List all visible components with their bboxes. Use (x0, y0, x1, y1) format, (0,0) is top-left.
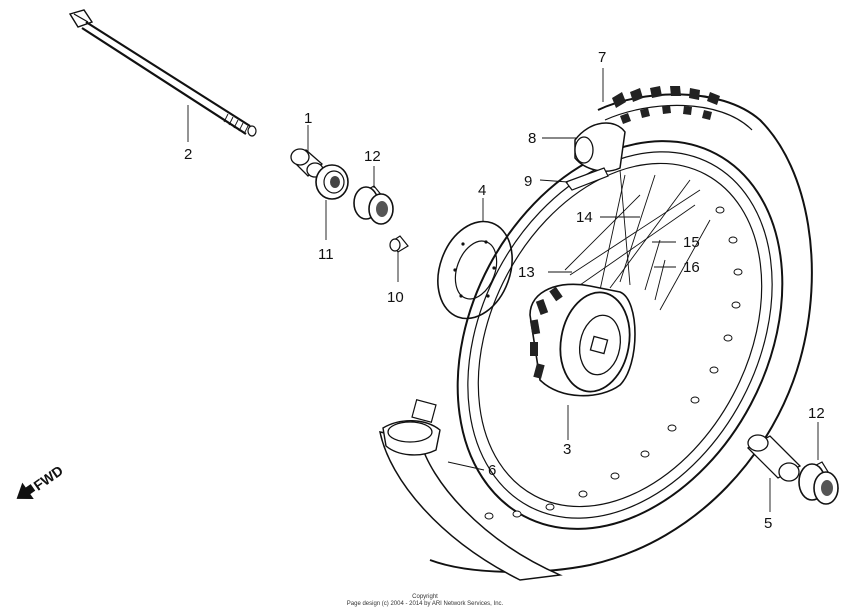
callout-11: 11 (318, 246, 334, 263)
copyright-line-1: Copyright (412, 594, 438, 600)
bearing-left[interactable] (353, 185, 394, 225)
callout-12a: 12 (364, 148, 381, 165)
inner-tube[interactable] (574, 122, 626, 172)
small-collar[interactable] (389, 235, 409, 253)
callout-8: 8 (528, 130, 536, 147)
wheel-hub[interactable] (529, 283, 637, 397)
callout-13: 13 (518, 264, 535, 281)
fwd-direction-indicator: FWD (16, 462, 66, 500)
callout-7: 7 (598, 49, 606, 66)
fwd-label: FWD (31, 462, 66, 493)
callout-9: 9 (524, 173, 532, 190)
wheel-rim[interactable] (393, 85, 847, 586)
callout-10: 10 (387, 289, 404, 306)
callout-12b: 12 (808, 405, 825, 422)
tyre[interactable] (429, 86, 813, 573)
rim-band[interactable] (379, 398, 563, 581)
callout-4: 4 (478, 182, 486, 199)
callouts: 1 2 3 4 5 6 7 8 9 10 11 12 12 13 14 15 1… (184, 49, 825, 532)
callout-5: 5 (764, 515, 772, 532)
collar-left[interactable] (290, 148, 324, 178)
dust-seal[interactable] (315, 164, 349, 200)
arrow-left-icon (16, 482, 36, 500)
callout-1: 1 (304, 110, 312, 127)
spokes[interactable] (564, 169, 711, 311)
callout-15: 15 (683, 234, 700, 251)
collar-right[interactable] (746, 434, 802, 482)
axle-bolt[interactable] (68, 9, 257, 137)
disc-plate[interactable] (425, 211, 525, 329)
callout-14: 14 (576, 209, 593, 226)
callout-2: 2 (184, 146, 192, 163)
valve-stem[interactable] (565, 167, 609, 191)
copyright-line-2: Page design (c) 2004 - 2014 by ARI Netwo… (346, 601, 504, 607)
callout-16: 16 (683, 259, 700, 276)
leader-lines (187, 68, 819, 512)
bearing-right[interactable] (798, 461, 839, 505)
callout-3: 3 (563, 441, 571, 458)
callout-6: 6 (488, 462, 496, 479)
